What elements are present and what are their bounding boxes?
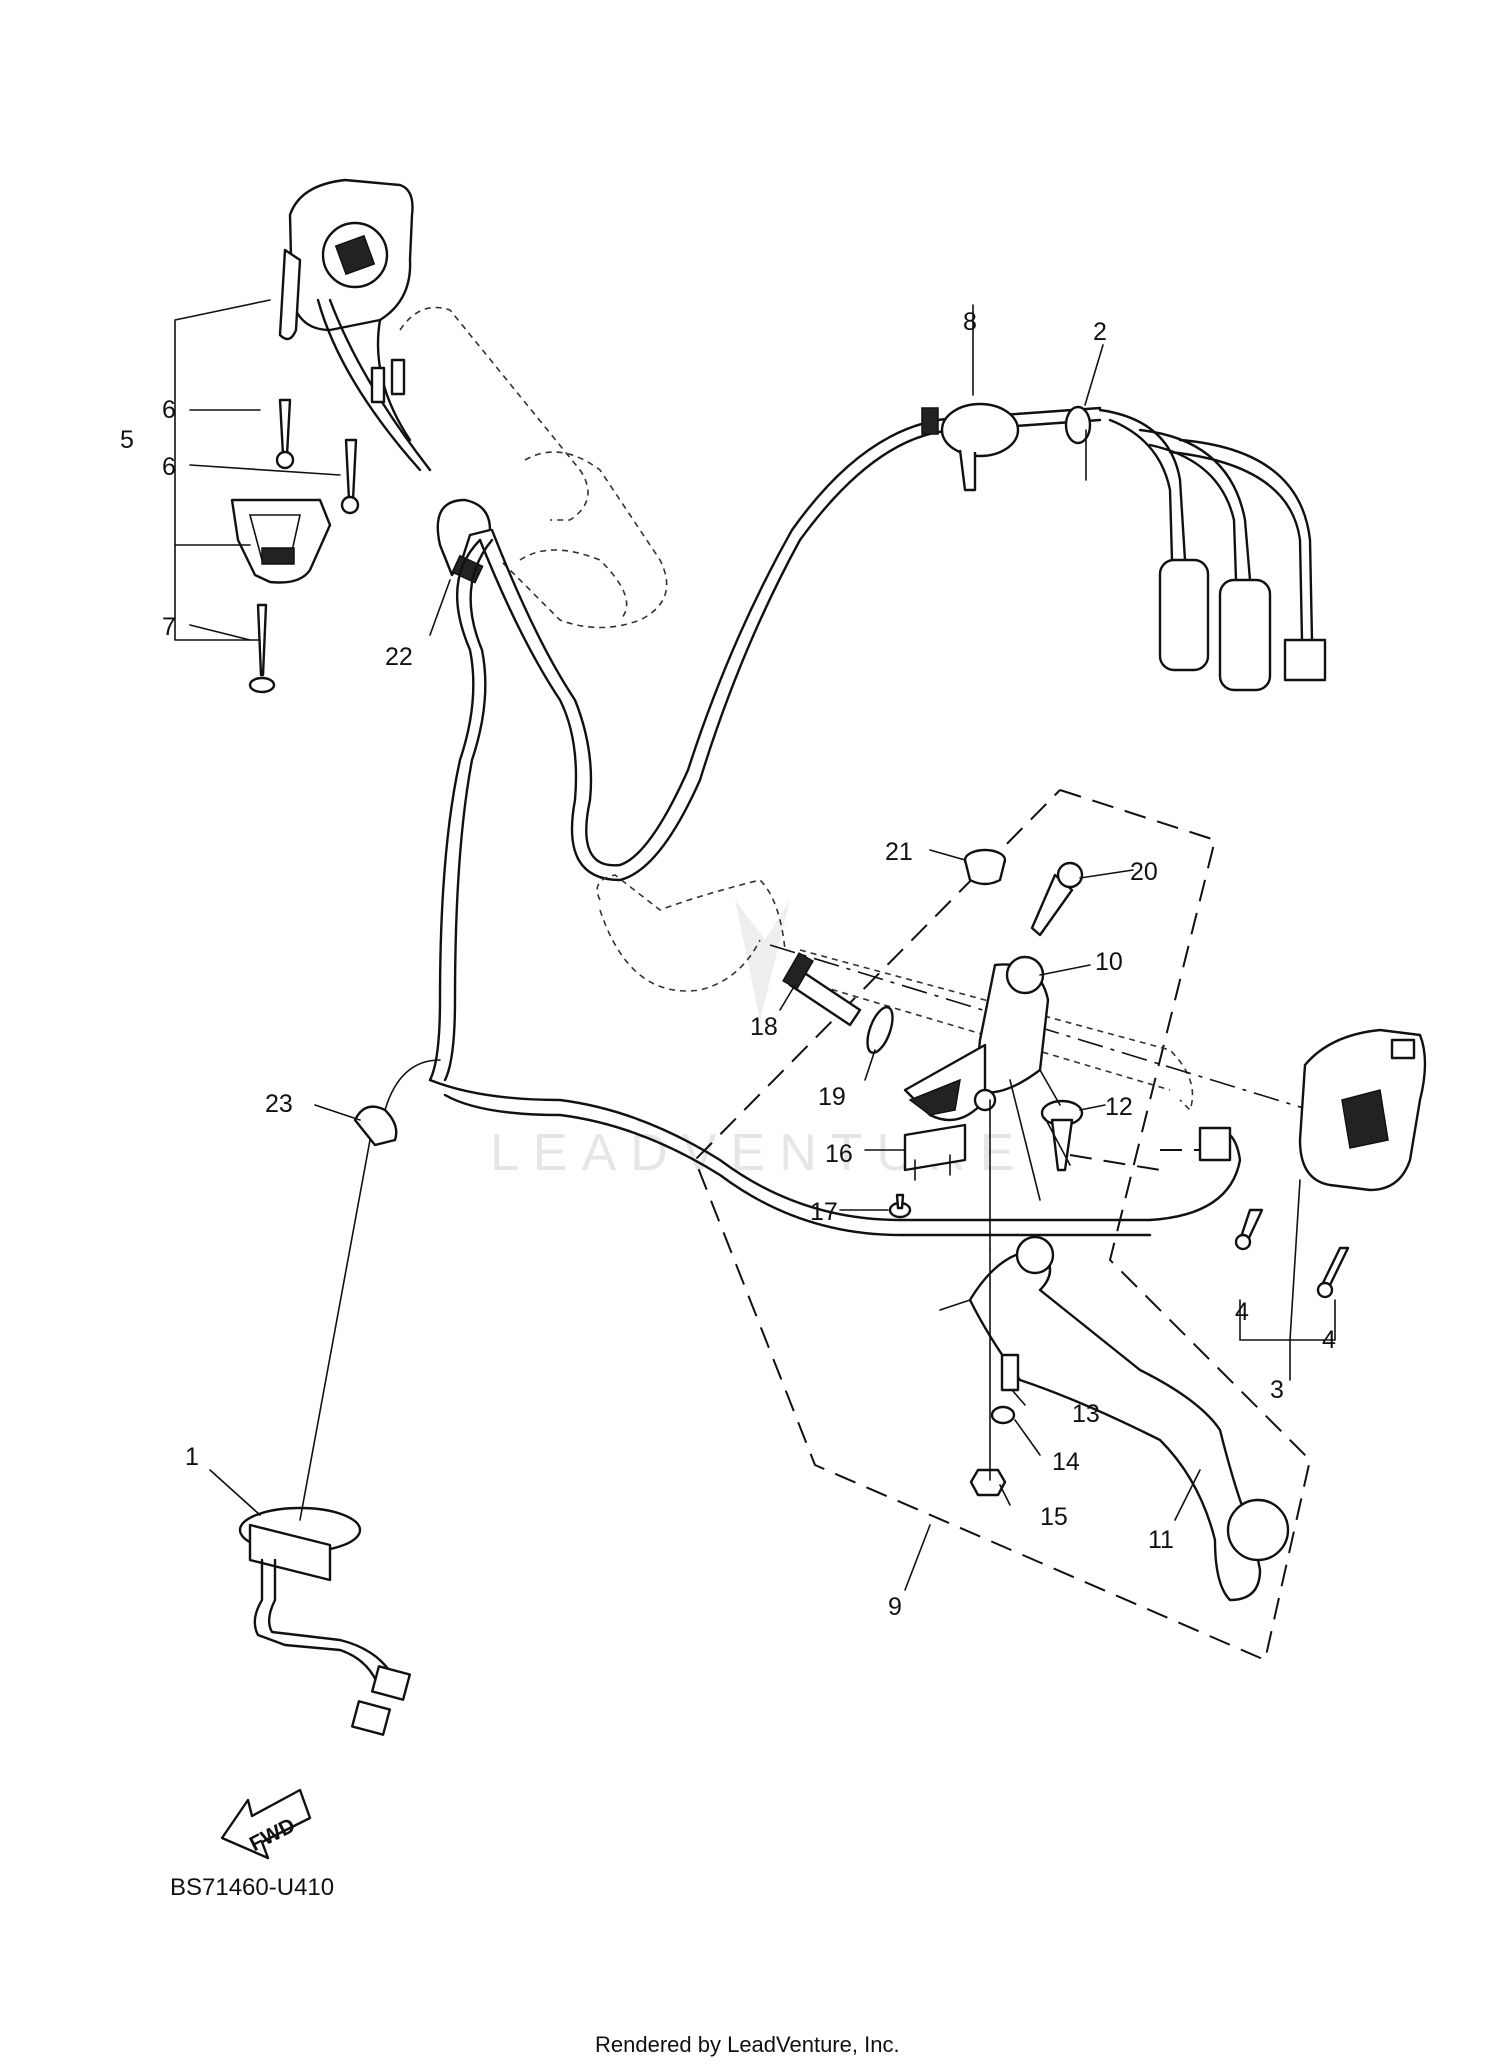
cap-21 bbox=[963, 848, 1007, 886]
grommet-2 bbox=[1064, 405, 1092, 481]
callout-14: 14 bbox=[1052, 1448, 1080, 1476]
callout-15: 15 bbox=[1040, 1503, 1068, 1531]
leader-lines bbox=[189, 304, 1201, 1591]
callout-4b: 4 bbox=[1322, 1326, 1336, 1354]
screw-4-left bbox=[1234, 1208, 1264, 1251]
screw-6-upper bbox=[275, 398, 295, 470]
harness-connectors bbox=[1098, 408, 1327, 692]
clutch-switch-1 bbox=[238, 1506, 412, 1736]
callout-labels: 5 6 6 7 22 8 2 21 20 10 12 18 19 16 17 2… bbox=[120, 308, 1336, 1621]
right-handlebar-switch bbox=[1198, 1028, 1427, 1192]
callout-2: 2 bbox=[1093, 318, 1107, 346]
switch-lower-housing bbox=[230, 498, 332, 584]
cable-clamp-22 bbox=[436, 498, 492, 584]
callout-21: 21 bbox=[885, 838, 913, 866]
callout-7: 7 bbox=[162, 613, 176, 641]
callout-11: 11 bbox=[1148, 1526, 1174, 1554]
nut-15 bbox=[969, 1468, 1007, 1497]
right-grip-ghost bbox=[596, 874, 1194, 1112]
callout-9: 9 bbox=[888, 1593, 902, 1621]
left-handlebar-switch bbox=[278, 178, 432, 472]
screw-17 bbox=[888, 1193, 912, 1219]
callout-22: 22 bbox=[385, 643, 413, 671]
callout-12: 12 bbox=[1105, 1093, 1133, 1121]
callout-23: 23 bbox=[265, 1090, 293, 1118]
clamp-8 bbox=[921, 402, 1020, 492]
callout-13: 13 bbox=[1072, 1400, 1100, 1428]
drawing-code: BS71460-U410 bbox=[170, 1874, 334, 1901]
callout-16: 16 bbox=[825, 1140, 853, 1168]
left-grip-ghost bbox=[399, 306, 668, 629]
callout-1: 1 bbox=[185, 1443, 199, 1471]
lever-bracket-10 bbox=[903, 955, 1050, 1122]
callout-4a: 4 bbox=[1235, 1298, 1249, 1326]
bolt-12 bbox=[1040, 1099, 1084, 1172]
callout-5: 5 bbox=[120, 426, 134, 454]
lever-11 bbox=[939, 1235, 1290, 1602]
callout-10: 10 bbox=[1095, 948, 1123, 976]
clip-23 bbox=[353, 1105, 398, 1147]
bushing-13 bbox=[1000, 1353, 1020, 1392]
callout-8: 8 bbox=[963, 308, 977, 336]
callout-6a: 6 bbox=[162, 396, 176, 424]
washer-19 bbox=[866, 1005, 894, 1055]
screw-6-lower bbox=[340, 438, 360, 515]
callout-17: 17 bbox=[810, 1198, 838, 1226]
washer-14 bbox=[990, 1405, 1016, 1425]
callout-20: 20 bbox=[1130, 858, 1158, 886]
screw-4-right bbox=[1316, 1246, 1350, 1299]
screw-7 bbox=[248, 603, 276, 694]
callout-19: 19 bbox=[818, 1083, 846, 1111]
fwd-arrow: FWD bbox=[220, 1788, 312, 1860]
callout-3: 3 bbox=[1270, 1376, 1284, 1404]
spring-18 bbox=[782, 952, 862, 1027]
footer-credit: Rendered by LeadVenture, Inc. bbox=[595, 2032, 900, 2057]
callout-18: 18 bbox=[750, 1013, 778, 1041]
callout-6b: 6 bbox=[162, 453, 176, 481]
screw-20 bbox=[1030, 861, 1084, 937]
switch-16 bbox=[903, 1123, 967, 1181]
